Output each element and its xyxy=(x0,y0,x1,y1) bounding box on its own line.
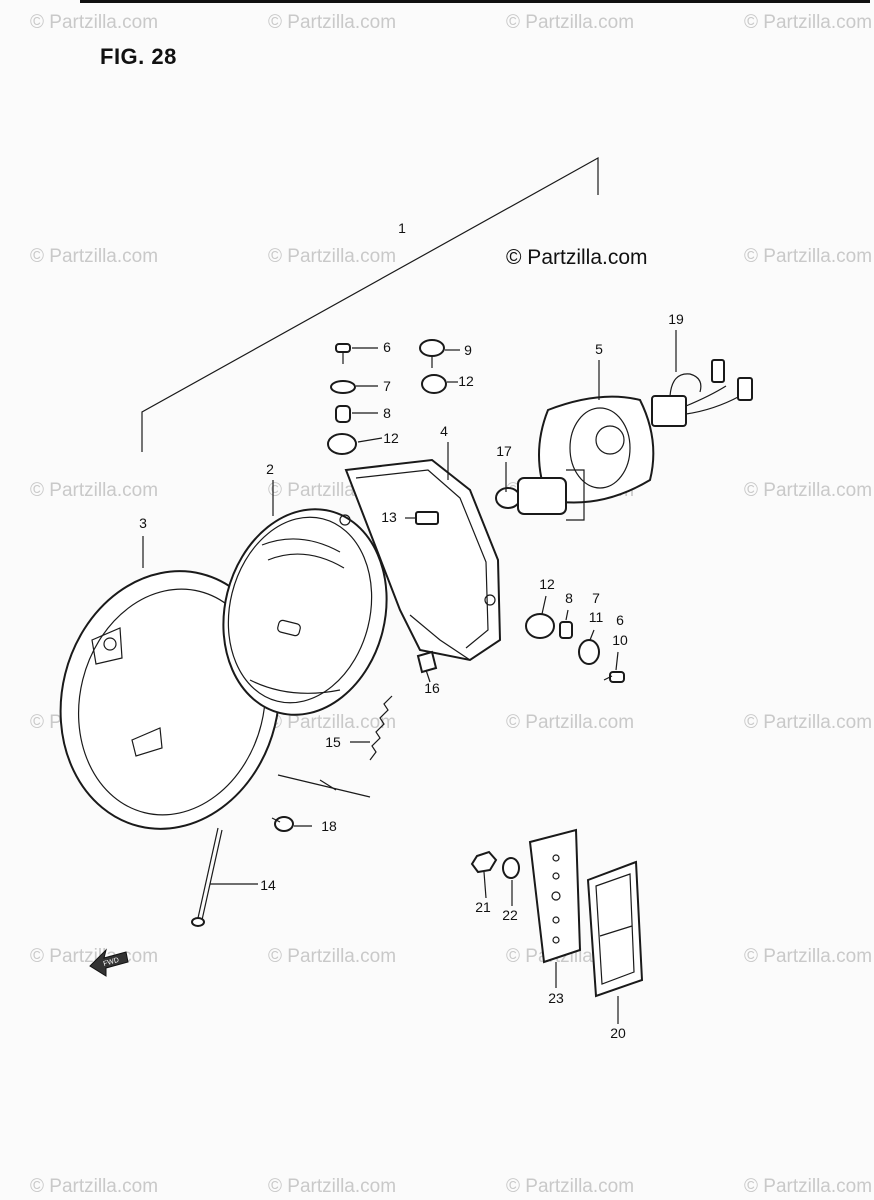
top-border xyxy=(80,0,870,3)
forward-arrow-label: FWD xyxy=(103,957,120,968)
part-headlight-unit[interactable] xyxy=(202,492,408,733)
leader-lines xyxy=(142,330,677,1024)
callout-4: 4 xyxy=(440,423,448,439)
copyright-notice: © Partzilla.com xyxy=(506,246,648,269)
watermark-text: © Partzilla.com xyxy=(268,12,397,33)
callout-16: 16 xyxy=(424,680,440,696)
forward-arrow: FWD xyxy=(89,948,129,977)
callout-12: 12 xyxy=(539,576,555,592)
callout-12: 12 xyxy=(383,430,399,446)
watermark-text: © Partzilla.com xyxy=(506,1176,635,1197)
callout-8: 8 xyxy=(383,405,391,421)
watermark-text: © Partzilla.com xyxy=(506,12,635,33)
part-screw-6-10-right[interactable] xyxy=(603,671,625,683)
callout-5: 5 xyxy=(595,341,603,357)
callout-6: 6 xyxy=(616,612,624,628)
part-grommet-12-right[interactable] xyxy=(525,613,555,639)
watermark-text: © Partzilla.com xyxy=(744,946,873,967)
watermark-text: © Partzilla.com xyxy=(268,1176,397,1197)
part-nut[interactable] xyxy=(470,850,498,874)
callout-10: 10 xyxy=(612,632,628,648)
part-screw-6-top[interactable] xyxy=(335,343,351,364)
callout-21: 21 xyxy=(475,899,491,915)
callout-20: 20 xyxy=(610,1025,626,1041)
watermark-text: © Partzilla.com xyxy=(268,946,397,967)
part-socket-cover[interactable] xyxy=(538,395,655,504)
callout-12: 12 xyxy=(458,373,474,389)
part-collar-8-top[interactable] xyxy=(335,405,351,423)
watermark-text: © Partzilla.com xyxy=(744,480,873,501)
callout-3: 3 xyxy=(139,515,147,531)
figure-title: FIG. 28 xyxy=(100,44,177,69)
watermark-text: © Partzilla.com xyxy=(268,712,397,733)
watermark-text: © Partzilla.com xyxy=(30,246,159,267)
part-clamp[interactable] xyxy=(416,650,438,674)
callout-15: 15 xyxy=(325,734,341,750)
watermark-text: © Partzilla.com xyxy=(744,12,873,33)
part-mounting-bracket[interactable] xyxy=(339,458,502,662)
watermark-text: © Partzilla.com xyxy=(744,246,873,267)
part-collar-8-right[interactable] xyxy=(559,621,573,639)
part-reflector-base[interactable] xyxy=(528,828,582,964)
screw-leader xyxy=(277,774,371,798)
callout-1: 1 xyxy=(398,220,406,236)
assembly-bracket xyxy=(141,156,599,452)
callout-7: 7 xyxy=(592,590,600,606)
part-grommet-12-top[interactable] xyxy=(421,374,447,394)
part-reflector[interactable] xyxy=(586,860,644,998)
callout-19: 19 xyxy=(668,311,684,327)
part-grommet-9[interactable] xyxy=(419,339,445,368)
watermark-text: © Partzilla.com xyxy=(744,712,873,733)
part-grommet-12-middle[interactable] xyxy=(327,433,357,455)
callout-7: 7 xyxy=(383,378,391,394)
callout-17: 17 xyxy=(496,443,512,459)
callout-8: 8 xyxy=(565,590,573,606)
callout-14: 14 xyxy=(260,877,276,893)
callout-23: 23 xyxy=(548,990,564,1006)
part-bulb[interactable] xyxy=(495,469,585,521)
part-adjusting-screw[interactable] xyxy=(191,827,223,927)
callout-11: 11 xyxy=(589,609,604,625)
watermark-text: © Partzilla.com xyxy=(30,1176,159,1197)
watermark-text: © Partzilla.com xyxy=(744,1176,873,1197)
part-wiring-connector[interactable] xyxy=(651,359,753,427)
callout-2: 2 xyxy=(266,461,274,477)
part-washer-22[interactable] xyxy=(502,857,520,879)
watermark-text: © Partzilla.com xyxy=(268,246,397,267)
callout-9: 9 xyxy=(464,342,472,358)
part-spring[interactable] xyxy=(369,695,393,761)
watermark-text: © Partzilla.com xyxy=(30,480,159,501)
callout-22: 22 xyxy=(502,907,518,923)
watermark-text: © Partzilla.com xyxy=(30,12,159,33)
part-screw-18[interactable] xyxy=(271,816,294,832)
part-washer-7-11-right[interactable] xyxy=(578,639,600,665)
callout-6: 6 xyxy=(383,339,391,355)
callout-18: 18 xyxy=(321,818,337,834)
watermark-text: © Partzilla.com xyxy=(506,712,635,733)
part-clip[interactable] xyxy=(415,511,439,525)
part-washer-7-top[interactable] xyxy=(330,380,356,394)
callout-13: 13 xyxy=(381,509,397,525)
